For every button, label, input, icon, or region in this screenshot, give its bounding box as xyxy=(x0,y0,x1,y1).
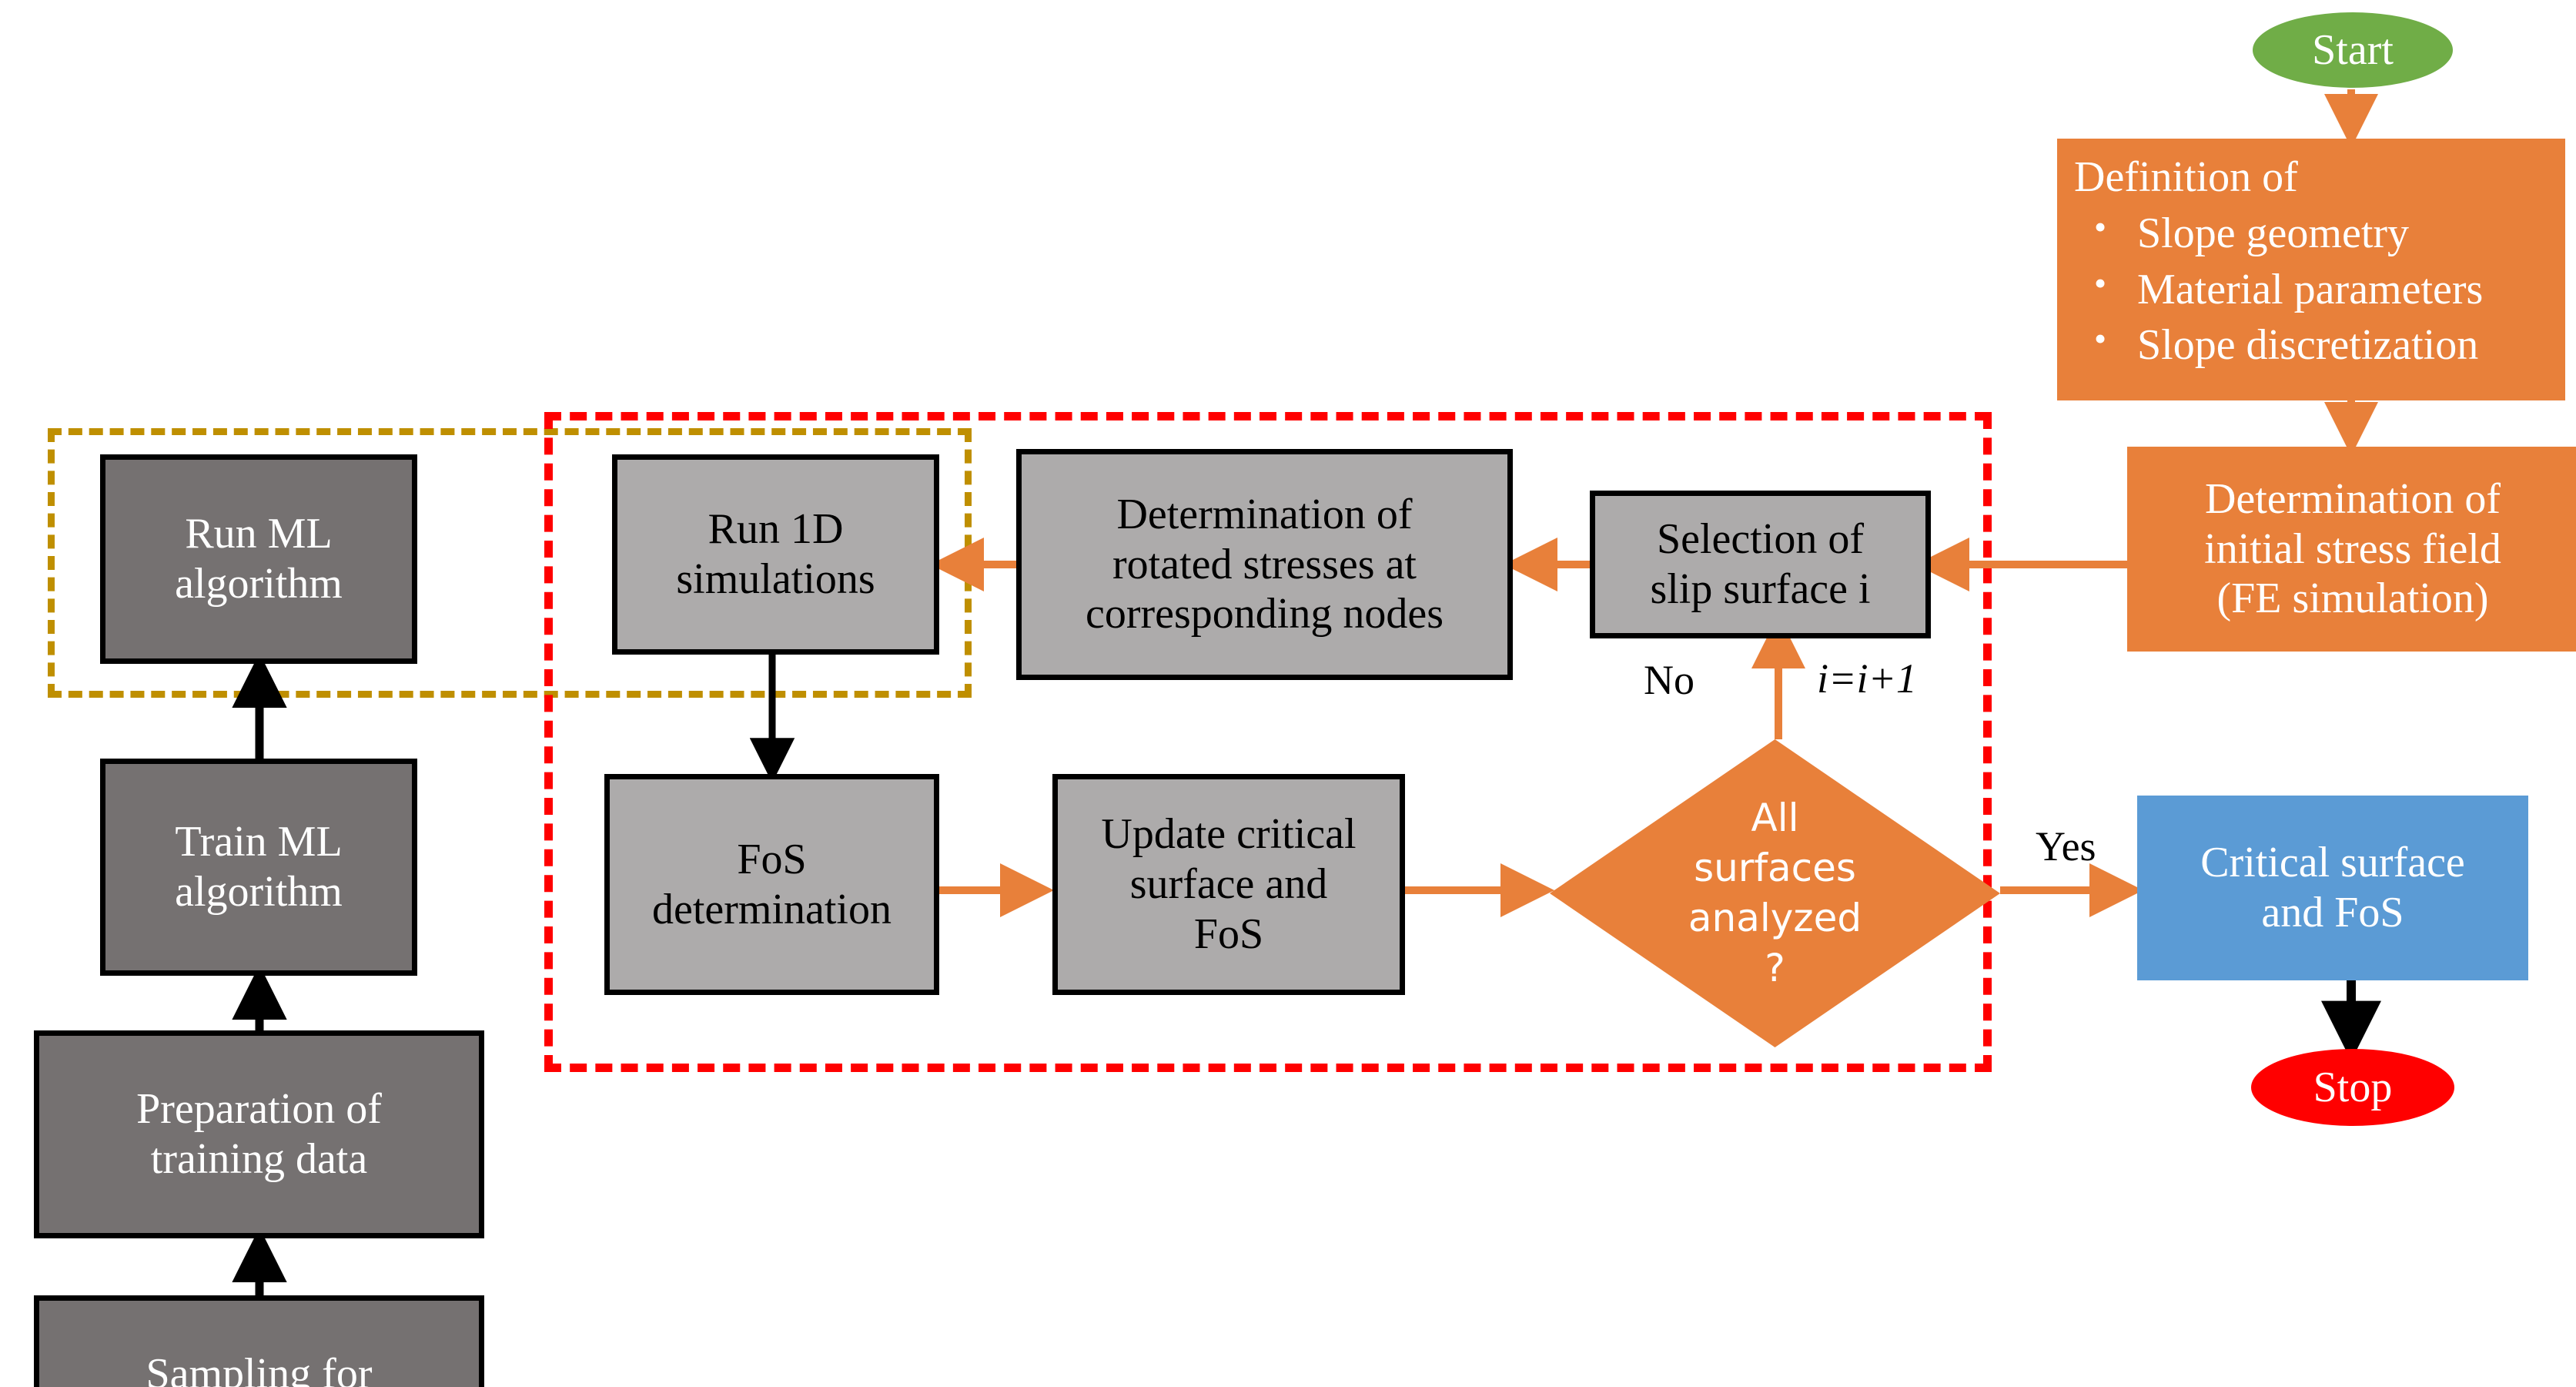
run-1d-simulations-node[interactable]: Run 1D simulations xyxy=(612,454,939,655)
rotated-stresses-node[interactable]: Determination of rotated stresses at cor… xyxy=(1016,449,1513,680)
train-ml-algorithm-label: Train ML algorithm xyxy=(175,818,343,916)
fos-determination-node[interactable]: FoS determination xyxy=(604,774,939,995)
definition-of-node[interactable]: Definition of Slope geometry Material pa… xyxy=(2057,139,2565,400)
definition-item-slope-geometry: Slope geometry xyxy=(2074,204,2551,262)
update-critical-surface-label: Update critical surface and FoS xyxy=(1101,810,1357,958)
definition-item-material-parameters: Material parameters xyxy=(2074,260,2551,318)
run-ml-algorithm-label: Run ML algorithm xyxy=(175,510,343,608)
start-node[interactable]: Start xyxy=(2253,12,2453,88)
rotated-stresses-label: Determination of rotated stresses at cor… xyxy=(1085,490,1444,638)
edge-label-no-text: No xyxy=(1644,657,1694,703)
critical-surface-fos-node[interactable]: Critical surface and FoS xyxy=(2137,796,2528,980)
run-ml-algorithm-node[interactable]: Run ML algorithm xyxy=(100,454,417,664)
definition-item-slope-discretization: Slope discretization xyxy=(2074,316,2551,374)
all-surfaces-analyzed-node[interactable]: All surfaces analyzed ? xyxy=(1550,739,2000,1047)
critical-surface-fos-label: Critical surface and FoS xyxy=(2200,839,2465,936)
diamond-shape xyxy=(1550,739,2000,1047)
selection-slip-surface-label: Selection of slip surface i xyxy=(1650,515,1871,613)
update-critical-surface-node[interactable]: Update critical surface and FoS xyxy=(1052,774,1405,995)
edge-label-no: No xyxy=(1644,656,1694,704)
sampling-training-data-label: Sampling for training data xyxy=(146,1350,373,1387)
edge-label-yes: Yes xyxy=(2036,822,2096,870)
initial-stress-field-node[interactable]: Determination of initial stress field (F… xyxy=(2127,447,2576,652)
edge-label-increment: i=i+1 xyxy=(1817,655,1917,702)
stop-node[interactable]: Stop xyxy=(2251,1049,2454,1126)
fe-analysis-group-boundary xyxy=(544,412,1992,1072)
start-node-label: Start xyxy=(2312,25,2394,74)
fos-determination-label: FoS determination xyxy=(651,835,892,933)
run-1d-simulations-label: Run 1D simulations xyxy=(676,505,875,603)
stop-node-label: Stop xyxy=(2313,1063,2393,1111)
definition-of-title: Definition of xyxy=(2074,153,2298,201)
definition-of-list: Slope geometry Material parameters Slope… xyxy=(2074,204,2551,374)
preparation-training-data-label: Preparation of training data xyxy=(136,1085,382,1183)
preparation-training-data-node[interactable]: Preparation of training data xyxy=(34,1030,484,1238)
train-ml-algorithm-node[interactable]: Train ML algorithm xyxy=(100,759,417,976)
sampling-training-data-node[interactable]: Sampling for training data xyxy=(34,1295,484,1387)
edge-label-yes-text: Yes xyxy=(2036,823,2096,869)
selection-slip-surface-node[interactable]: Selection of slip surface i xyxy=(1590,491,1931,638)
initial-stress-field-label: Determination of initial stress field (F… xyxy=(2204,474,2501,623)
edge-label-increment-text: i=i+1 xyxy=(1817,655,1917,702)
